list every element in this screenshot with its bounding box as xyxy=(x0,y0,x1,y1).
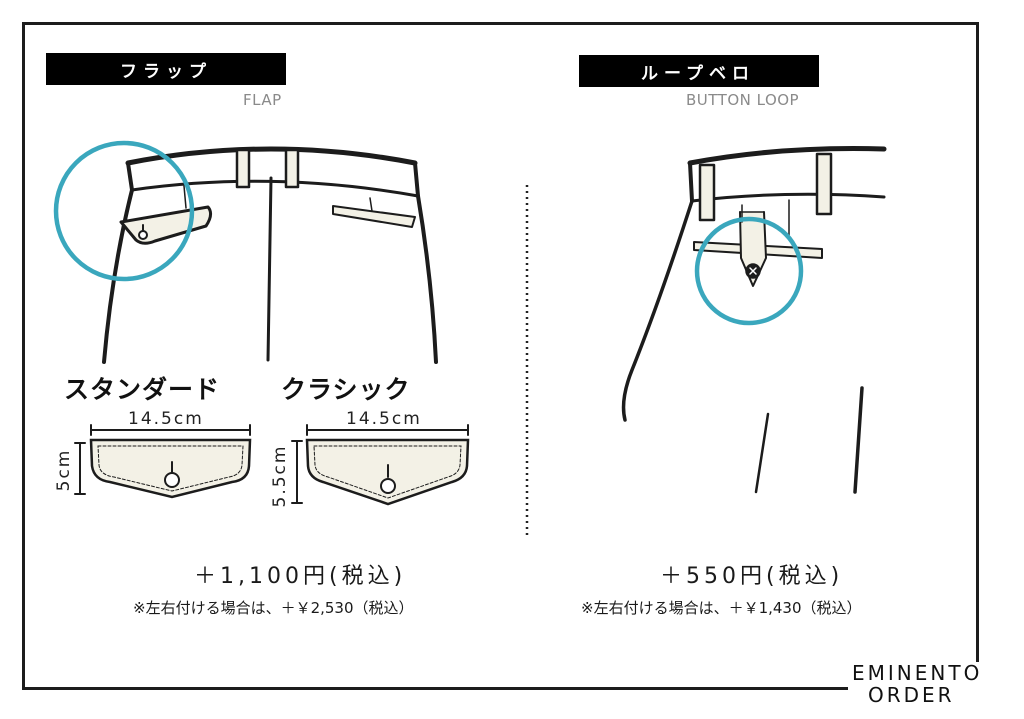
logo-line-2: ORDER xyxy=(868,683,955,707)
content-frame xyxy=(22,22,979,690)
button-loop-tag-en: BUTTON LOOP xyxy=(686,91,800,109)
classic-title: クラシック xyxy=(281,375,411,404)
button-loop-highlight-circle xyxy=(694,216,804,326)
flap-tag: フラップ xyxy=(46,53,286,85)
button-loop-note: ※左右付ける場合は、＋￥1,430（税込） xyxy=(581,599,862,617)
eminento-order-logo: EMINENTO ORDER xyxy=(848,661,987,707)
button-loop-tag-label: ループベロ xyxy=(641,63,755,84)
standard-width-label: 14.5cm xyxy=(128,409,204,429)
flap-highlight-circle xyxy=(53,140,195,282)
standard-title: スタンダード xyxy=(64,375,221,404)
flap-tag-en: FLAP xyxy=(243,91,282,109)
flap-price: ＋1,100円(税込) xyxy=(194,564,407,589)
flap-note: ※左右付ける場合は、＋￥2,530（税込） xyxy=(133,599,414,617)
button-loop-price: ＋550円(税込) xyxy=(660,564,844,589)
flap-tag-label: フラップ xyxy=(120,61,212,82)
classic-height-label: 5.5cm xyxy=(270,444,290,508)
logo-line-1: EMINENTO xyxy=(852,661,983,685)
classic-width-label: 14.5cm xyxy=(346,409,422,429)
button-loop-tag: ループベロ xyxy=(579,55,819,87)
